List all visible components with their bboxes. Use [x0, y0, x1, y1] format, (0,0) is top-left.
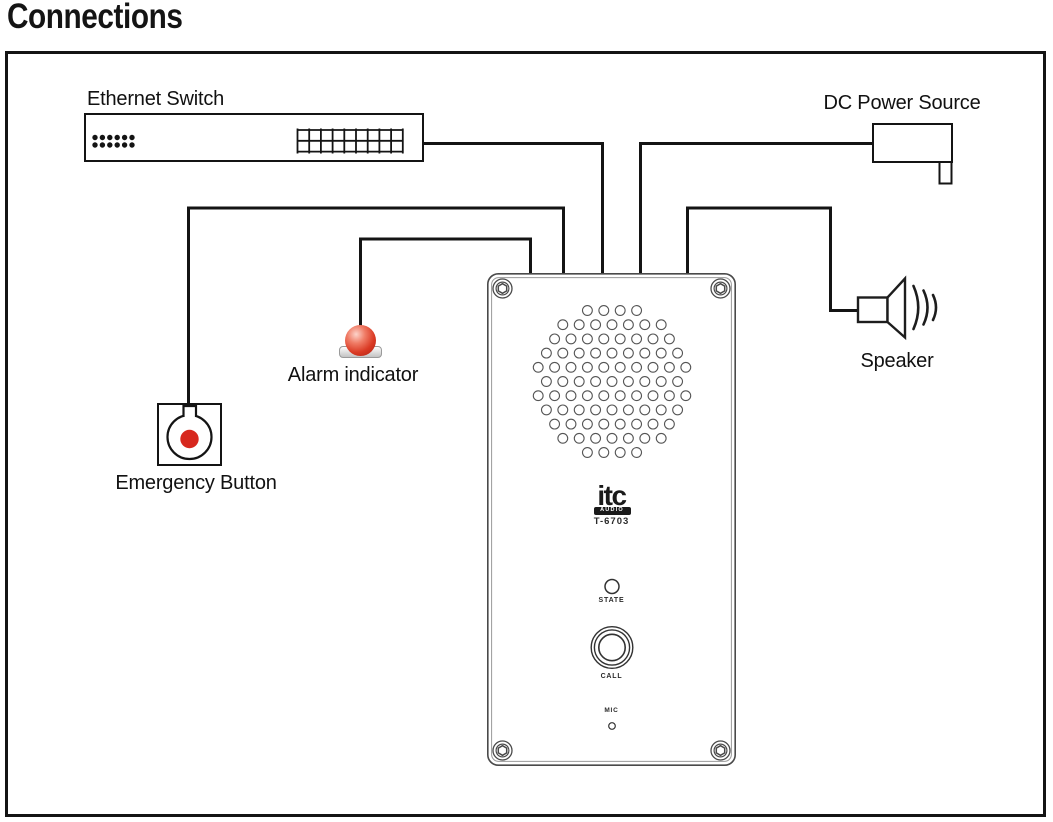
- state-label: STATE: [598, 597, 625, 604]
- emergency-button-box: [157, 403, 222, 466]
- call-button-icon: [590, 625, 634, 669]
- page-title: Connections: [7, 0, 183, 36]
- brand-logo: itc: [597, 479, 627, 511]
- ethernet-switch-label: Ethernet Switch: [87, 88, 225, 110]
- emergency-button-label: Emergency Button: [115, 472, 277, 494]
- brand-audio-bar: AUDIO: [593, 507, 631, 515]
- alarm-indicator-label: Alarm indicator: [287, 364, 419, 386]
- mic-label: MIC: [604, 707, 619, 714]
- diagram-frame: [5, 51, 1046, 817]
- dc-power-source-box: [872, 123, 953, 163]
- alarm-indicator-icon: [345, 324, 376, 356]
- model-number: T-6703: [593, 515, 630, 527]
- intercom-panel: itc AUDIO T-6703 STATE CALL MIC: [487, 272, 736, 766]
- speaker-grille: [532, 304, 692, 458]
- ethernet-switch-box: [84, 113, 424, 162]
- mic-hole: [608, 721, 616, 730]
- state-led: [604, 578, 620, 594]
- speaker-label: Speaker: [860, 350, 934, 372]
- dc-power-source-label: DC Power Source: [823, 92, 981, 114]
- call-label: CALL: [600, 673, 623, 680]
